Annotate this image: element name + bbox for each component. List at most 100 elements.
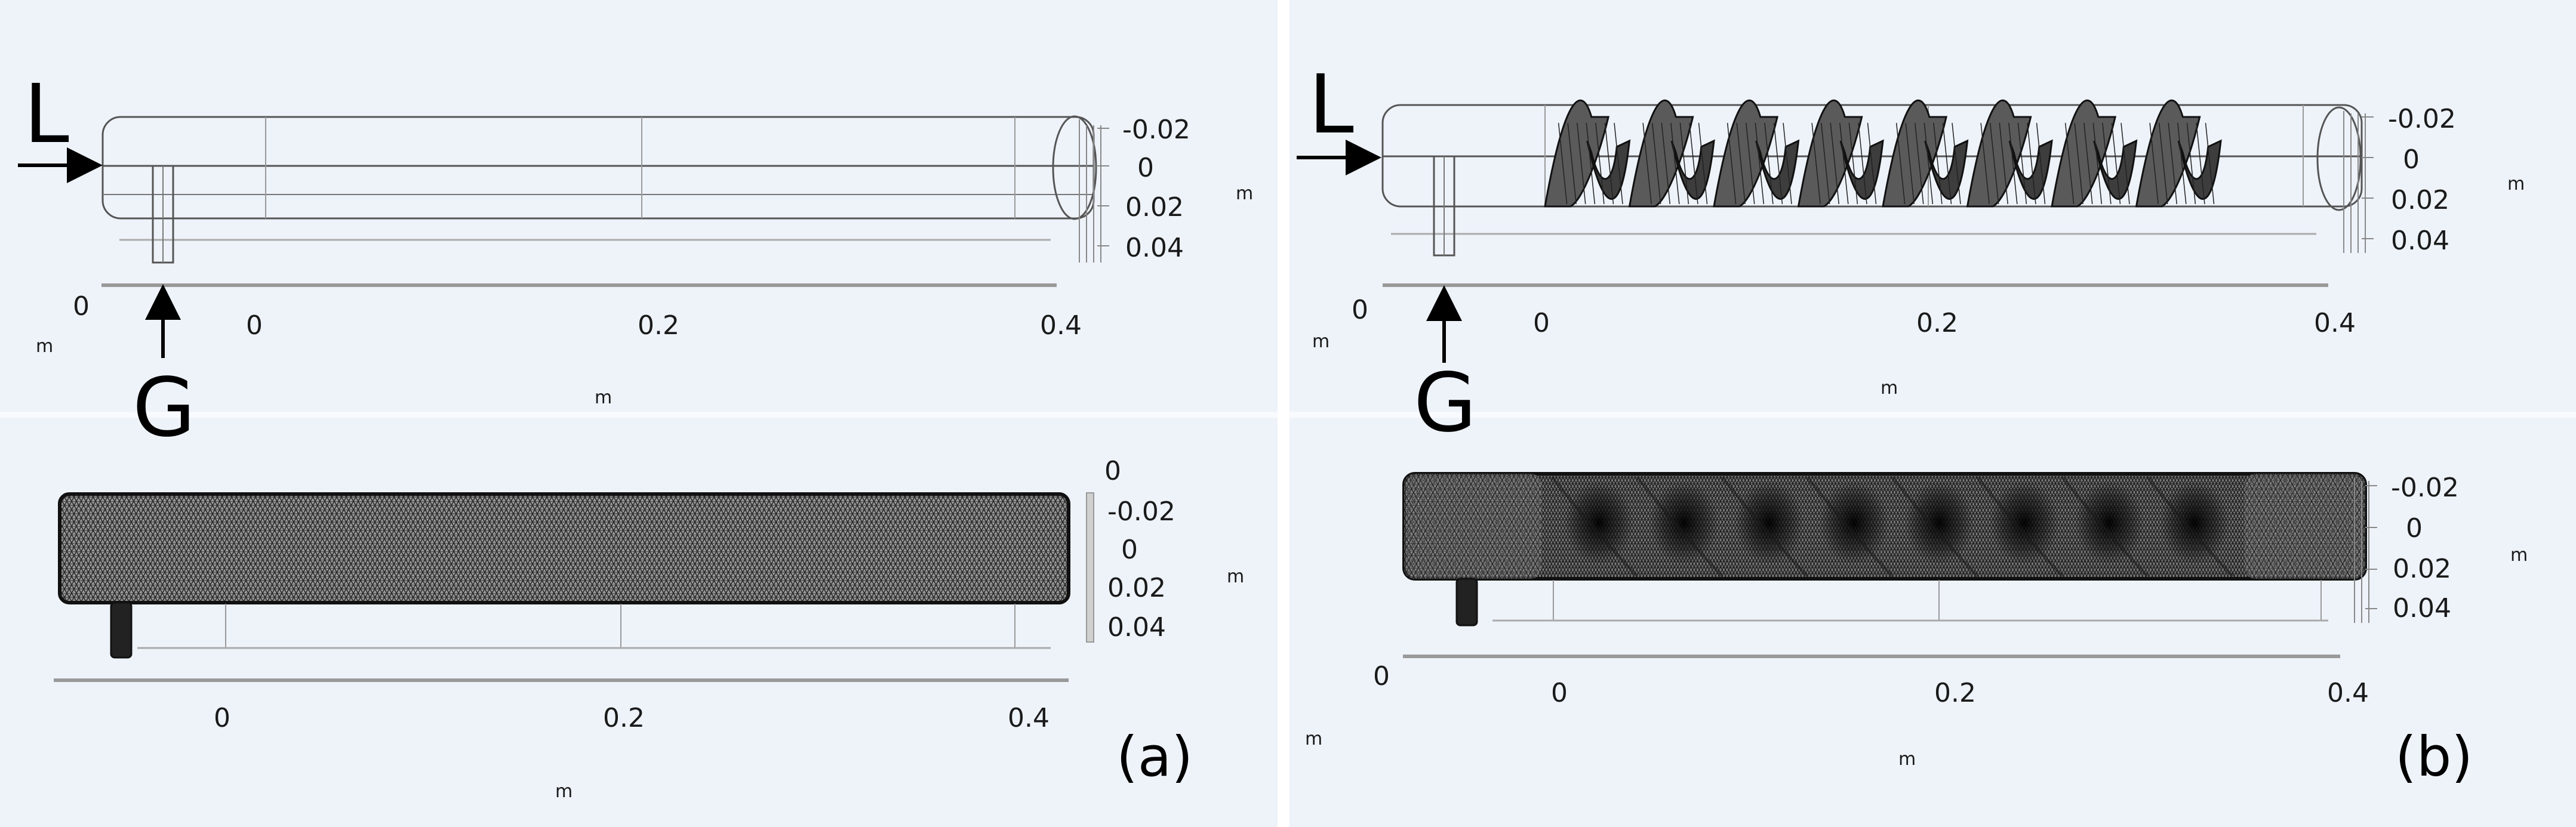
helix-mesh-line bbox=[1661, 122, 1671, 205]
x-tick-label: 0.4 bbox=[1008, 703, 1050, 733]
x-tick-label: 0.4 bbox=[1040, 310, 1082, 341]
mesh-knot bbox=[1989, 481, 2059, 564]
y-tick-label: 0 bbox=[2406, 513, 2423, 544]
helix-mesh-line bbox=[2102, 122, 2112, 205]
y-tick-label: 0.02 bbox=[2393, 554, 2451, 584]
y-tick-label: 0 bbox=[2403, 144, 2420, 175]
y-tick-label: -0.02 bbox=[2391, 473, 2459, 503]
mesh-helix-band bbox=[1551, 476, 1639, 578]
helix-blade-lower bbox=[1670, 139, 1715, 200]
y-axis-ticks-lines bbox=[1079, 119, 1109, 263]
mesh-knot bbox=[1904, 481, 1974, 564]
helix-blade-lower bbox=[1924, 139, 1969, 200]
mesh-helix-band bbox=[2061, 476, 2149, 578]
origin-tick-label: 0 bbox=[1373, 661, 1390, 692]
mesh-knot bbox=[2159, 481, 2229, 564]
helix-blade-upper bbox=[1797, 99, 1863, 208]
helix-mesh-line bbox=[2074, 122, 2083, 205]
x-tick-label: 0.2 bbox=[1934, 678, 1976, 708]
helix-mesh-line bbox=[1783, 122, 1792, 205]
helix-mesh-line bbox=[1867, 122, 1877, 205]
helix-mesh-line bbox=[1595, 122, 1605, 205]
y-tick-label: -0.02 bbox=[1122, 115, 1190, 145]
mesh-knot bbox=[1819, 481, 1889, 564]
helix-mesh-line bbox=[1811, 122, 1821, 205]
x-tick-label: 0.2 bbox=[1916, 308, 1958, 338]
x-tick-label: 0 bbox=[214, 703, 230, 733]
y-tick-label: 0 bbox=[1121, 535, 1138, 565]
mesh-scale-bar bbox=[1086, 492, 1094, 643]
helix-mesh-line bbox=[1698, 122, 1708, 205]
helix-mesh-line bbox=[2083, 122, 2093, 205]
mesh-gas-inlet bbox=[1455, 578, 1478, 627]
helix-mesh-line bbox=[1689, 122, 1698, 205]
mesh-knot bbox=[1734, 481, 1804, 564]
y-unit-label: m bbox=[1236, 183, 1253, 204]
helix-mesh-line bbox=[1923, 122, 1934, 205]
y-axis-ticks-lines bbox=[2354, 477, 2377, 623]
y-axis-ticks-lines bbox=[2343, 111, 2374, 253]
helix-blade-upper bbox=[1882, 99, 1948, 208]
helix-mesh-line bbox=[1773, 122, 1783, 205]
x-tick-label: 0 bbox=[1551, 678, 1568, 708]
helix-blade-upper bbox=[1628, 99, 1694, 208]
origin-tick-label: 0 bbox=[1352, 295, 1368, 325]
gas-inlet-label: G bbox=[1414, 356, 1476, 450]
x-tick-label: 0.2 bbox=[603, 703, 645, 733]
helix-mesh-line bbox=[1586, 122, 1596, 205]
panel-b-geometry: L G -0.02 0 0.02 0.04 m 0 m 0 0.2 0.4 m bbox=[1297, 58, 2525, 450]
y-tick-label: 0.04 bbox=[2391, 226, 2449, 256]
y-tick-label: -0.02 bbox=[1107, 496, 1175, 527]
helix-mesh-line bbox=[2017, 122, 2027, 205]
x-tick-label: 0.4 bbox=[2314, 308, 2356, 338]
helix-mesh-line bbox=[1905, 122, 1915, 205]
y-tick-label: 0.02 bbox=[2391, 185, 2449, 215]
y-tick-label: 0 bbox=[1104, 456, 1121, 486]
helix-mesh-line bbox=[2036, 122, 2046, 205]
helix-blade-lower bbox=[1586, 139, 1631, 200]
panel-b-mesh: -0.02 0 0.02 0.04 m 0 m 0 0.2 0.4 m (b) bbox=[1305, 472, 2528, 789]
helix-blade-lower bbox=[2008, 139, 2053, 200]
mesh-inlet-region bbox=[1404, 474, 1541, 579]
helix-blade-upper bbox=[1544, 99, 1610, 208]
helix-mesh-line bbox=[1558, 122, 1568, 205]
y-unit-label: m bbox=[1227, 566, 1244, 587]
helix-mesh-line bbox=[1755, 122, 1765, 205]
mesh-knot bbox=[2075, 481, 2144, 564]
helix-mesh-line bbox=[1942, 122, 1952, 205]
helix-mesh-line bbox=[1567, 122, 1577, 205]
helix-mesh-line bbox=[1999, 122, 2009, 205]
helix-mesh-line bbox=[2205, 122, 2215, 205]
mesh-refinement-knots bbox=[1551, 476, 2234, 578]
helix-blade-upper bbox=[1713, 99, 1779, 208]
helix-mesh-line bbox=[1614, 122, 1623, 205]
helix-mesh-line bbox=[1952, 122, 1961, 205]
panel-a-mesh: 0 -0.02 0 0.02 0.04 m 0 0.2 0.4 m (a) bbox=[54, 456, 1244, 802]
y-unit-label: m bbox=[2507, 174, 2525, 195]
helix-mesh-line bbox=[1670, 122, 1680, 205]
corner-unit-label: m bbox=[36, 336, 53, 357]
mesh-helix-band bbox=[1891, 476, 1979, 578]
mesh-helix-band bbox=[1806, 476, 1894, 578]
helix-mesh-line bbox=[1895, 122, 1906, 205]
x-tick-label: 0 bbox=[246, 310, 263, 341]
helix-mesh-line bbox=[1980, 122, 1990, 205]
y-tick-label: 0.04 bbox=[1107, 612, 1166, 643]
x-tick-label: 0.4 bbox=[2327, 678, 2369, 708]
helix-blade-upper bbox=[2135, 99, 2201, 208]
helix-blade-lower bbox=[2177, 139, 2222, 200]
mesh-gas-inlet bbox=[110, 601, 133, 659]
helix-mesh-line bbox=[2064, 122, 2075, 205]
liquid-inlet-label: L bbox=[24, 67, 69, 162]
helix-blade-lower bbox=[2093, 139, 2138, 200]
mesh-helix-band bbox=[1976, 476, 2064, 578]
x-unit-label: m bbox=[1898, 749, 1916, 770]
helix-mesh-line bbox=[2158, 122, 2168, 205]
mesh-knot bbox=[1564, 481, 1634, 564]
helix-blade-upper bbox=[1966, 99, 2032, 208]
helix-mesh-line bbox=[1679, 122, 1689, 205]
x-unit-label: m bbox=[595, 387, 612, 408]
y-tick-label: 0.04 bbox=[1125, 233, 1184, 263]
helix-mesh-line bbox=[2196, 122, 2205, 205]
helix-mesh-line bbox=[2027, 122, 2036, 205]
